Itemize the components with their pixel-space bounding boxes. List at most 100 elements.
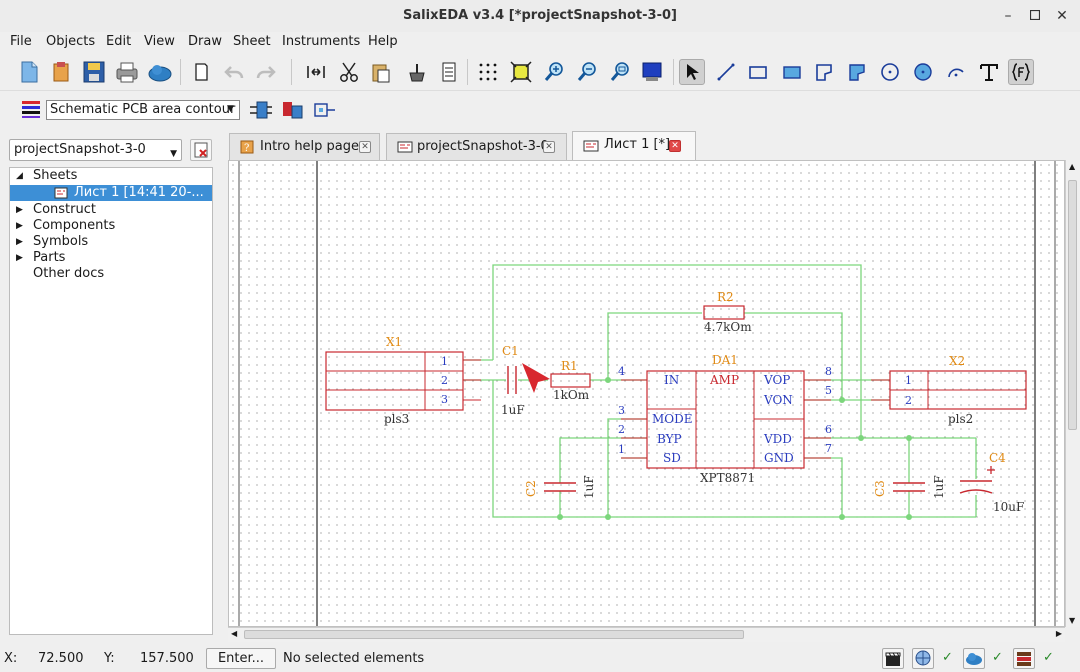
view-3d-button[interactable] xyxy=(639,59,665,85)
pin-params-button[interactable] xyxy=(312,97,338,123)
minimize-button[interactable]: – xyxy=(1004,8,1012,24)
filled-rect-tool-button[interactable] xyxy=(779,59,805,85)
polygon-tool-button[interactable] xyxy=(811,59,837,85)
cloud-button[interactable] xyxy=(147,59,173,85)
close-tab-icon[interactable]: ✕ xyxy=(359,141,371,153)
video-button[interactable] xyxy=(882,648,904,669)
tab-label: projectSnapshot-3-0 xyxy=(417,139,549,154)
chevron-right-icon[interactable]: ▶ xyxy=(16,237,23,247)
vertical-scroll-thumb[interactable] xyxy=(1068,180,1077,430)
horizontal-scrollbar[interactable]: ◀ ▶ xyxy=(228,627,1065,642)
tab-intro-help[interactable]: ? Intro help page ✕ xyxy=(229,133,380,160)
resistor-r1[interactable]: R1 1kOm xyxy=(550,359,591,402)
component-list-icon xyxy=(283,102,303,119)
menu-view[interactable]: View xyxy=(144,34,175,49)
zoom-fit-button[interactable] xyxy=(508,59,534,85)
line-tool-button[interactable] xyxy=(713,59,739,85)
circle-tool-button[interactable] xyxy=(877,59,903,85)
zoom-window-button[interactable] xyxy=(607,59,633,85)
schematic-drawing[interactable]: X1 1 2 3 pls3 C1 1uF R1 1kOm xyxy=(229,161,1065,627)
filled-polygon-tool-button[interactable] xyxy=(844,59,870,85)
mirror-button[interactable] xyxy=(303,59,329,85)
schematic-canvas[interactable]: X1 1 2 3 pls3 C1 1uF R1 1kOm xyxy=(228,160,1065,627)
component-list-button[interactable] xyxy=(280,97,306,123)
zoom-in-button[interactable] xyxy=(541,59,567,85)
zoom-out-button[interactable] xyxy=(574,59,600,85)
tree-item-sheet-1[interactable]: Лист 1 [14:41 20-... xyxy=(10,185,212,201)
check-icon: ✓ xyxy=(992,650,1003,665)
connector-x1[interactable]: X1 1 2 3 pls3 xyxy=(325,335,481,426)
grid-button[interactable] xyxy=(475,59,501,85)
layer-select[interactable]: Schematic PCB area contour ▼ xyxy=(46,100,240,120)
save-button[interactable] xyxy=(81,59,107,85)
tab-sheet-1[interactable]: Лист 1 [*] ✕ xyxy=(572,131,696,160)
amplifier-da1[interactable]: DA1 AMP IN MODE BYP SD VOP VON VDD GND xyxy=(618,353,832,485)
tree-item-components[interactable]: ▶ Components xyxy=(10,218,212,234)
menu-edit[interactable]: Edit xyxy=(106,34,132,49)
component-params-button[interactable] xyxy=(248,97,274,123)
close-window-button[interactable]: ✕ xyxy=(1056,8,1068,24)
cloud-status-button[interactable] xyxy=(963,648,985,669)
layer-color-button[interactable] xyxy=(18,96,44,122)
cut-button[interactable] xyxy=(336,59,362,85)
undo-button[interactable] xyxy=(221,59,247,85)
menu-file[interactable]: File xyxy=(10,34,32,49)
capacitor-c4[interactable]: C4 10uF xyxy=(959,451,1024,514)
library-button[interactable] xyxy=(1013,648,1035,669)
capacitor-c1[interactable]: C1 1uF xyxy=(501,344,525,417)
menu-draw[interactable]: Draw xyxy=(188,34,222,49)
resistor-r2[interactable]: R2 4.7kOm xyxy=(703,290,752,334)
capacitor-c3[interactable]: C3 1uF xyxy=(873,475,946,499)
tree-item-construct[interactable]: ▶ Construct xyxy=(10,202,212,218)
close-project-button[interactable] xyxy=(190,139,212,161)
tree-item-symbols[interactable]: ▶ Symbols xyxy=(10,234,212,250)
tree-item-other-docs[interactable]: Other docs xyxy=(10,266,212,282)
redo-button[interactable] xyxy=(253,59,279,85)
paste-button[interactable] xyxy=(368,59,394,85)
capacitor-c2[interactable]: C2 1uF xyxy=(524,475,596,499)
maximize-button[interactable] xyxy=(1025,6,1045,26)
server-button[interactable] xyxy=(912,648,934,669)
pin-number: 1 xyxy=(905,374,912,387)
select-tool-button[interactable] xyxy=(679,59,705,85)
rect-tool-button[interactable] xyxy=(745,59,771,85)
tree-item-sheets[interactable]: ◢ Sheets xyxy=(10,168,212,184)
arc-tool-button[interactable] xyxy=(943,59,969,85)
close-tab-icon[interactable]: ✕ xyxy=(543,141,555,153)
tree-item-parts[interactable]: ▶ Parts xyxy=(10,250,212,266)
clean-button[interactable] xyxy=(404,59,430,85)
properties-button[interactable] xyxy=(436,59,462,85)
chevron-right-icon[interactable]: ▶ xyxy=(16,221,23,231)
project-select[interactable]: projectSnapshot-3-0 ▼ xyxy=(9,139,182,161)
menu-sheet[interactable]: Sheet xyxy=(233,34,271,49)
scroll-up-icon[interactable]: ▲ xyxy=(1069,162,1076,171)
new-sheet-button[interactable] xyxy=(188,59,214,85)
close-tab-icon[interactable]: ✕ xyxy=(669,140,681,152)
filled-circle-tool-button[interactable] xyxy=(910,59,936,85)
new-button[interactable] xyxy=(16,59,42,85)
text-icon xyxy=(980,64,998,81)
scroll-down-icon[interactable]: ▼ xyxy=(1069,616,1076,625)
enter-coordinates-button[interactable]: Enter... xyxy=(206,648,276,669)
print-button[interactable] xyxy=(114,59,140,85)
cursor-arrow-icon xyxy=(522,363,550,393)
field-tool-button[interactable] xyxy=(1008,59,1034,85)
open-button[interactable] xyxy=(48,59,74,85)
tab-project-snapshot[interactable]: projectSnapshot-3-0 ✕ xyxy=(386,133,567,160)
vertical-scrollbar[interactable]: ▲ ▼ xyxy=(1065,160,1080,627)
pin-number: 8 xyxy=(825,365,832,378)
main-toolbar xyxy=(0,54,1080,91)
connector-x2[interactable]: X2 1 2 pls2 xyxy=(871,354,1027,426)
chevron-down-icon[interactable]: ◢ xyxy=(16,171,23,181)
text-tool-button[interactable] xyxy=(976,59,1002,85)
menu-objects[interactable]: Objects xyxy=(46,34,96,49)
menu-help[interactable]: Help xyxy=(368,34,398,49)
scroll-right-icon[interactable]: ▶ xyxy=(1055,629,1062,638)
scroll-left-icon[interactable]: ◀ xyxy=(231,629,238,638)
pin-number: 1 xyxy=(441,355,448,368)
chevron-right-icon[interactable]: ▶ xyxy=(16,253,23,263)
pin-label: VOP xyxy=(763,373,790,387)
chevron-right-icon[interactable]: ▶ xyxy=(16,205,23,215)
horizontal-scroll-thumb[interactable] xyxy=(244,630,744,639)
menu-instruments[interactable]: Instruments xyxy=(282,34,361,49)
